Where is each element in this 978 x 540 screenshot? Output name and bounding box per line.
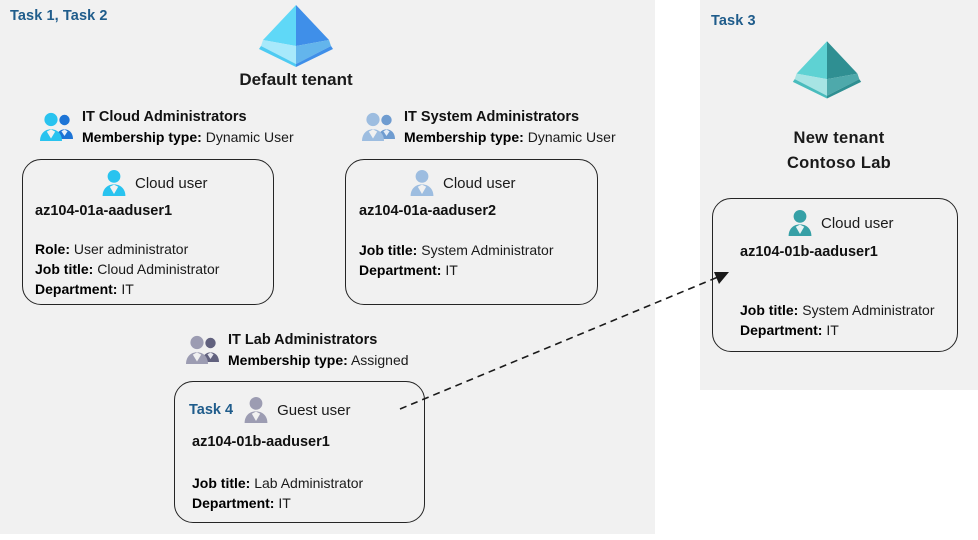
property-row: Job title: System Administrator <box>359 242 554 258</box>
card-user-name: az104-01b-aaduser1 <box>740 244 878 260</box>
property-row: Job title: Cloud Administrator <box>35 261 220 277</box>
property-row: Role: User administrator <box>35 241 189 257</box>
user-card-guest-aaduser1[interactable]: Task 4 Guest user az104-01b-aaduser1 Job… <box>174 381 425 523</box>
card-user-header: Cloud user <box>101 169 208 197</box>
group-users-icon <box>38 111 78 143</box>
card-user-name: az104-01a-aaduser2 <box>359 203 497 219</box>
card-user-kind: Cloud user <box>443 174 516 192</box>
card-properties: Job title: System Administrator Departme… <box>740 300 935 340</box>
task-tag-right: Task 3 <box>711 13 756 29</box>
property-row: Department: IT <box>359 262 458 278</box>
card-properties: Job title: System Administrator Departme… <box>359 240 554 280</box>
group-title: IT Cloud Administrators <box>82 109 247 125</box>
membership-label: Membership type: <box>82 129 202 145</box>
new-tenant-caption: New tenant Contoso Lab <box>726 126 952 176</box>
cloud-user-icon <box>101 169 127 197</box>
card-user-kind: Cloud user <box>821 214 894 232</box>
tenant-pyramid-icon <box>257 2 335 68</box>
property-row: Job title: Lab Administrator <box>192 475 364 491</box>
user-card-aaduser2[interactable]: Cloud user az104-01a-aaduser2 Job title:… <box>345 159 598 305</box>
guest-user-icon <box>243 396 269 424</box>
card-user-header: Task 4 Guest user <box>189 396 350 424</box>
card-properties: Job title: Lab Administrator Department:… <box>192 473 363 513</box>
card-user-name: az104-01b-aaduser1 <box>192 434 330 450</box>
user-card-new-tenant-aaduser1[interactable]: Cloud user az104-01b-aaduser1 Job title:… <box>712 198 958 352</box>
card-user-header: Cloud user <box>409 169 516 197</box>
new-tenant-line2: Contoso Lab <box>786 154 892 172</box>
new-tenant-line1: New tenant <box>793 129 885 147</box>
membership-value: Assigned <box>350 352 409 368</box>
property-row: Department: IT <box>740 322 839 338</box>
group-users-icon <box>184 334 224 366</box>
cloud-user-icon <box>787 209 813 237</box>
group-title: IT System Administrators <box>404 109 580 125</box>
group-membership: Membership type: Dynamic User <box>82 127 294 148</box>
card-user-kind: Guest user <box>277 401 351 419</box>
default-tenant-panel <box>0 0 655 534</box>
property-row: Job title: System Administrator <box>740 302 935 318</box>
property-row: Department: IT <box>192 495 291 511</box>
membership-label: Membership type: <box>404 129 524 145</box>
default-tenant-caption: Default tenant <box>239 70 353 89</box>
tenant-pyramid-icon <box>791 38 863 100</box>
group-membership: Membership type: Dynamic User <box>404 127 616 148</box>
cloud-user-icon <box>409 169 435 197</box>
membership-label: Membership type: <box>228 352 348 368</box>
card-user-kind: Cloud user <box>135 174 208 192</box>
task-tag-card: Task 4 <box>189 402 234 418</box>
group-membership: Membership type: Assigned <box>228 350 409 371</box>
card-user-name: az104-01a-aaduser1 <box>35 203 173 219</box>
task-tag-left: Task 1, Task 2 <box>10 8 108 24</box>
property-row: Department: IT <box>35 281 134 297</box>
group-users-icon <box>360 111 400 143</box>
membership-value: Dynamic User <box>205 129 294 145</box>
card-user-header: Cloud user <box>787 209 894 237</box>
membership-value: Dynamic User <box>527 129 616 145</box>
card-properties: Role: User administrator Job title: Clou… <box>35 239 219 299</box>
group-title: IT Lab Administrators <box>228 332 378 348</box>
user-card-aaduser1[interactable]: Cloud user az104-01a-aaduser1 Role: User… <box>22 159 274 305</box>
